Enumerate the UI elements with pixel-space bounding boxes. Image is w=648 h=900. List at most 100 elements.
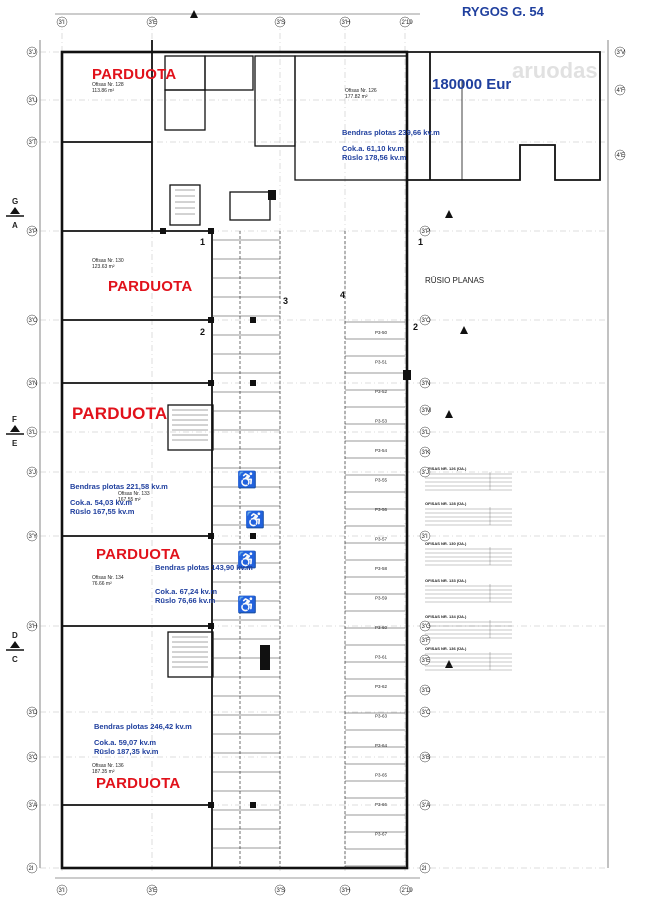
grid-label: 3'F <box>422 638 430 644</box>
area-note: Bendras plotas 143,90 kv.m Cok.a. 67,24 … <box>155 563 253 605</box>
price-label: 180000 Eur <box>432 76 512 93</box>
grid-bubble <box>26 751 38 763</box>
parking-space-label: P3-57 <box>375 537 388 542</box>
section-mark: D <box>12 631 18 640</box>
grid-label: 3'E <box>149 20 157 26</box>
grid-bubble <box>26 314 38 326</box>
grid-bubble <box>419 634 431 646</box>
parking-space-label: P3-54 <box>375 448 388 453</box>
parking-space-label: P3-56 <box>375 507 388 512</box>
parking-stalls-right <box>345 321 405 867</box>
grid-label: 3'S <box>277 888 285 894</box>
legend-table-title: OFISAS NR. 133 (ŪA.) <box>425 578 467 583</box>
sold-label: PARDUOTA <box>108 278 193 295</box>
grid-bubble <box>26 225 38 237</box>
parking-space-label: P3-51 <box>375 360 388 365</box>
grid-bubble <box>419 314 431 326</box>
grid-label: 3'L <box>422 430 430 436</box>
grid-label: 3'C <box>422 710 431 716</box>
legend-table-title: OFISAS NR. 136 (ŪA.) <box>425 646 467 651</box>
wheelchair-icon: ♿ <box>245 510 265 529</box>
grid-label: 2I <box>422 866 427 872</box>
grid-bubble <box>26 94 38 106</box>
grid-label: 3'E <box>422 658 430 664</box>
grid-bubble <box>26 46 38 58</box>
grid-label: 3'G <box>422 624 431 630</box>
grid-label: 3'I <box>422 534 428 540</box>
grid-label: 3'D <box>29 710 38 716</box>
grid-bubble <box>419 620 431 632</box>
structural-columns <box>160 190 411 808</box>
grid-bubble <box>56 884 68 896</box>
parking-space-labels: P3-50P3-51P3-52P3-53P3-54P3-55P3-56P3-57… <box>375 330 388 837</box>
grid-bubble <box>26 620 38 632</box>
parking-aisles <box>239 231 346 868</box>
grid-bubble <box>419 530 431 542</box>
accessible-parking-icons: ♿ ♿ ♿ ♿ <box>237 470 265 614</box>
svg-text:1: 1 <box>418 237 423 247</box>
grid-bubble <box>26 466 38 478</box>
grid-bubble <box>419 684 431 696</box>
grid-bubble <box>26 377 38 389</box>
grid-bubble <box>614 46 626 58</box>
grid-label: 3'H <box>342 20 351 26</box>
grid-bubble <box>614 84 626 96</box>
grid-label: 3'H <box>342 888 351 894</box>
grid-bubble <box>419 862 431 874</box>
outer-walls <box>60 50 409 870</box>
wheelchair-icon: ♿ <box>237 470 257 489</box>
parking-space-label: P3-58 <box>375 566 388 571</box>
grid-label: 2'19 <box>402 20 414 26</box>
area-note: Bendras plotas 221,58 kv.m Cok.a. 54,03 … <box>70 482 168 516</box>
grid-bubble <box>339 884 351 896</box>
svg-text:3: 3 <box>283 296 288 306</box>
parking-space-label: P3-53 <box>375 419 388 424</box>
grid-label: 3'N <box>422 381 431 387</box>
parking-space-label: P3-63 <box>375 714 388 719</box>
grid-label: 3'A <box>422 803 430 809</box>
grid-bubble <box>339 16 351 28</box>
stair-treads <box>172 189 208 668</box>
parking-space-label: P3-59 <box>375 596 388 601</box>
grid-bubble <box>26 426 38 438</box>
section-mark: F <box>12 415 17 424</box>
grid-bubble <box>26 799 38 811</box>
grid-label: 3'V <box>617 50 625 56</box>
svg-text:4: 4 <box>340 290 345 300</box>
section-mark: G <box>12 197 18 206</box>
area-note: Bendras plotas 239,66 kv.m Cok.a. 61,10 … <box>342 128 440 162</box>
parking-space-label: P3-50 <box>375 330 388 335</box>
grid-bubble <box>146 16 158 28</box>
grid-label: 3'O <box>422 318 431 324</box>
grid-label: 3'J <box>422 470 429 476</box>
grid-bubble <box>399 884 411 896</box>
legend-table-title: OFISAS NR. 126 (ŪA.) <box>425 466 467 471</box>
office-partitions <box>62 40 213 868</box>
parking-space-label: P3-62 <box>375 684 388 689</box>
parking-space-label: P3-64 <box>375 743 388 748</box>
sold-label: PARDUOTA <box>92 66 177 83</box>
grid-bubble <box>419 446 431 458</box>
grid-bubble <box>419 404 431 416</box>
grid-label: 3'P <box>29 229 37 235</box>
grid-bubble <box>419 654 431 666</box>
grid-label: 3'P <box>422 229 430 235</box>
section-mark: E <box>12 439 18 448</box>
grid-label: 3'I <box>59 888 65 894</box>
grid-label: 3'O <box>29 318 38 324</box>
grid-bubble <box>419 426 431 438</box>
legend-table-title: OFISAS NR. 128 (ŪA.) <box>425 501 467 506</box>
svg-text:2: 2 <box>200 327 205 337</box>
grid-bubble <box>419 799 431 811</box>
watermark-text: aruodas <box>512 58 598 83</box>
grid-bubble <box>26 706 38 718</box>
grid-bubble <box>419 706 431 718</box>
grid-bubble <box>419 751 431 763</box>
grid-label: 3'K <box>422 450 430 456</box>
